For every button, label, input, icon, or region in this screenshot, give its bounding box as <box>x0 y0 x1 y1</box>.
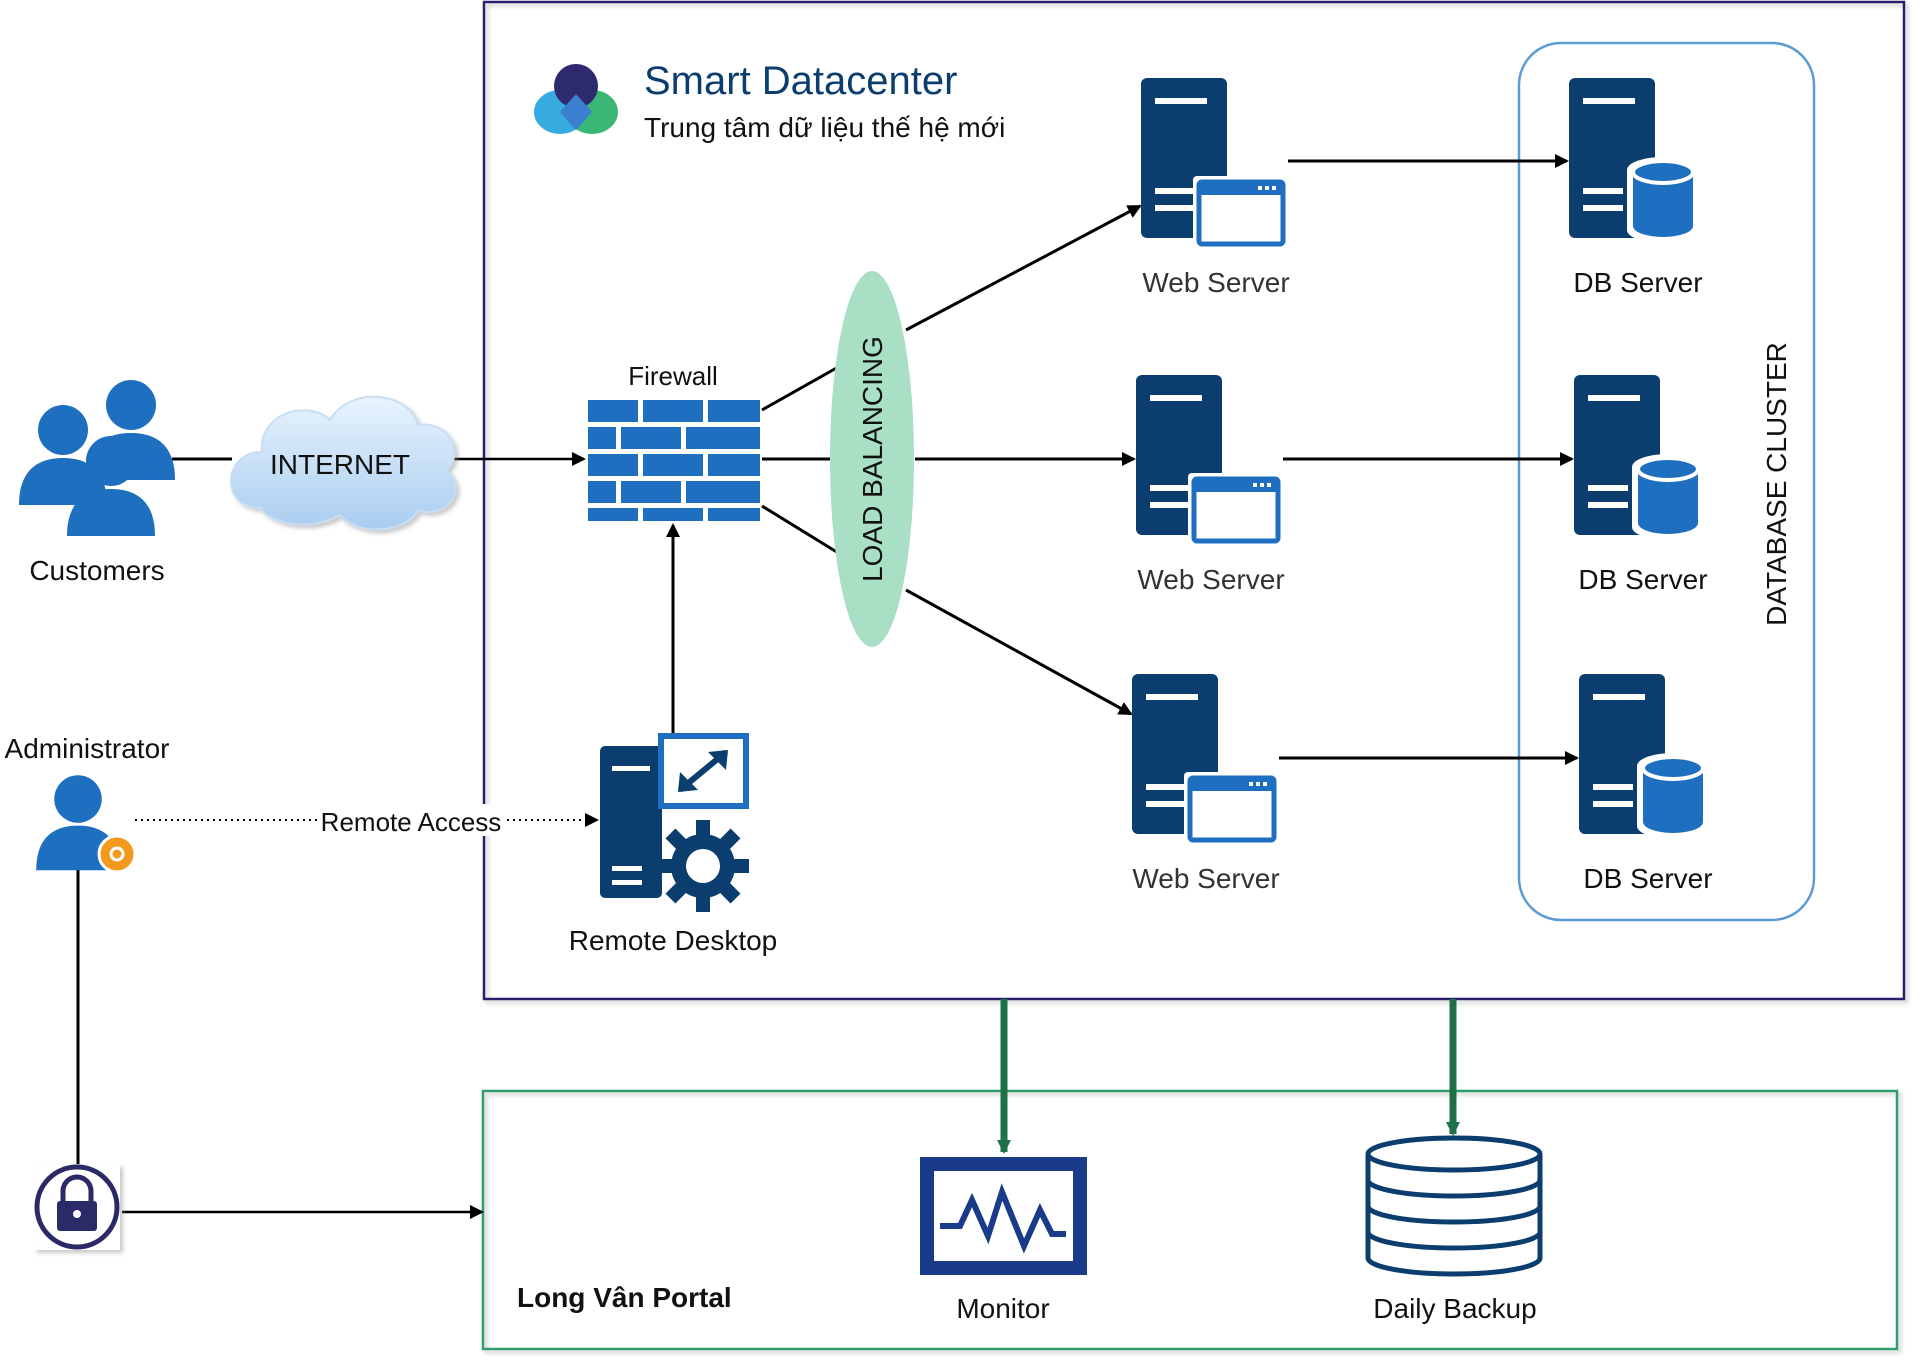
remote-access-label: Remote Access <box>321 807 502 837</box>
db-server-1-label: DB Server <box>1573 267 1702 298</box>
web-server-3-icon <box>1132 674 1280 844</box>
administrator-label: Administrator <box>5 733 170 764</box>
db-server-3: DB Server <box>1577 672 1713 894</box>
remote-desktop-icon <box>600 733 749 912</box>
portal-label: Long Vân Portal <box>517 1282 732 1313</box>
firewall-label: Firewall <box>628 361 718 391</box>
firewall-to-lb-top-link <box>761 364 841 412</box>
datacenter-boundary <box>482 0 1906 1001</box>
admin-gear-badge-icon <box>97 834 137 874</box>
load-balancer-ellipse <box>830 271 914 647</box>
db-server-2-label: DB Server <box>1578 564 1707 595</box>
monitor-icon <box>920 1157 1087 1275</box>
web-server-2-icon <box>1136 375 1284 545</box>
db-server-3-icon <box>1577 672 1711 841</box>
web-server-3-label: Web Server <box>1132 863 1279 894</box>
lock-icon <box>34 1164 120 1250</box>
administrator-person-icon <box>36 775 137 874</box>
web-server-1-icon <box>1141 78 1289 248</box>
web-server-2: Web Server <box>1136 375 1285 595</box>
web-server-1-label: Web Server <box>1142 267 1289 298</box>
db-server-1: DB Server <box>1567 76 1703 298</box>
smart-datacenter-logo-icon <box>534 64 618 134</box>
lb-to-web-server-1-arrow <box>905 204 1142 332</box>
db-server-1-icon <box>1567 76 1701 245</box>
portal-boundary <box>481 1089 1899 1351</box>
firewall-brick-icon <box>588 400 760 521</box>
database-cluster-label: DATABASE CLUSTER <box>1761 342 1792 626</box>
database-cluster-group <box>1517 41 1816 922</box>
web-server-3: Web Server <box>1132 674 1280 894</box>
daily-backup-database-icon <box>1365 1135 1543 1277</box>
monitor-label: Monitor <box>956 1293 1049 1324</box>
daily-backup-label: Daily Backup <box>1373 1293 1536 1324</box>
customers-group-icon <box>19 380 175 536</box>
load-balancer-label: LOAD BALANCING <box>857 336 888 582</box>
firewall-to-lb-bottom-link <box>761 504 841 556</box>
web-server-1: Web Server <box>1141 78 1290 298</box>
remote-access-label-bg <box>317 804 505 836</box>
internet-label: INTERNET <box>270 449 410 480</box>
web-server-2-label: Web Server <box>1137 564 1284 595</box>
db-server-2: DB Server <box>1572 373 1708 595</box>
db-server-2-icon <box>1572 373 1706 542</box>
internet-cloud-icon <box>230 395 457 531</box>
lb-to-web-server-3-arrow <box>905 588 1133 716</box>
remote-desktop-label: Remote Desktop <box>569 925 778 956</box>
customers-label: Customers <box>29 555 164 586</box>
datacenter-subtitle: Trung tâm dữ liệu thế hệ mới <box>644 112 1005 143</box>
datacenter-title: Smart Datacenter <box>644 59 957 103</box>
db-server-3-label: DB Server <box>1583 863 1712 894</box>
